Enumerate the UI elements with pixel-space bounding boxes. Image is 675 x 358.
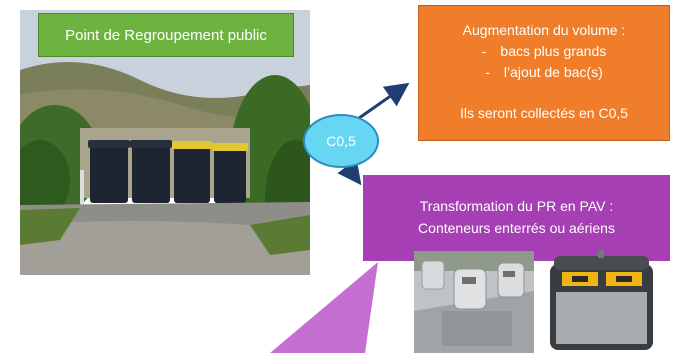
option-volume-box: Augmentation du volume : - bacs plus gra… [418, 5, 670, 141]
list-item: - bacs plus grands [419, 41, 669, 62]
option-pav-subtitle: Conteneurs enterrés ou aériens [418, 220, 615, 236]
option-volume-item: l’ajout de bac(s) [503, 64, 603, 80]
photo-label-box: Point de Regroupement public [38, 13, 294, 57]
hub-circle: C0,5 [303, 114, 379, 168]
option-volume-note: Ils seront collectés en C0,5 [459, 105, 629, 121]
bullet: - [485, 64, 490, 80]
option-volume-title: Augmentation du volume : [462, 22, 626, 38]
bullet: - [481, 43, 487, 59]
option-volume-item: bacs plus grands [500, 43, 607, 59]
option-pav-box: Transformation du PR en PAV : Conteneurs… [363, 175, 670, 261]
buried-containers-photo [414, 251, 534, 353]
containers-photo [20, 10, 310, 275]
option-pav-title: Transformation du PR en PAV : [419, 198, 614, 214]
list-item: - l’ajout de bac(s) [419, 62, 669, 83]
aerial-container-render [546, 248, 657, 353]
photo-label: Point de Regroupement public [65, 26, 267, 44]
hub-label: C0,5 [326, 133, 356, 149]
